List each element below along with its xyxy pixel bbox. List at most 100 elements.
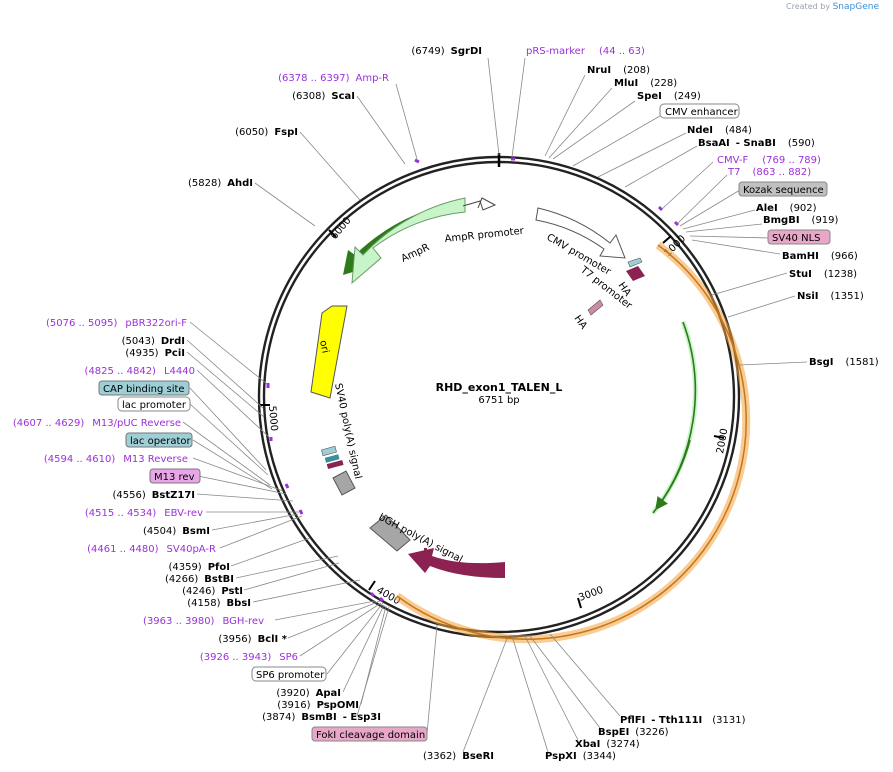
m13-rev-label: M13 rev	[154, 472, 195, 483]
site-psp-omi: (3916)PspOMI	[277, 700, 359, 711]
snapgene-credit: Created by SnapGene	[786, 2, 879, 12]
site-pflfi: PflFI- Tth111I(3131)	[620, 715, 746, 726]
ha-tag-1-shape	[626, 266, 645, 281]
cap-binding-box	[98, 380, 190, 396]
site-bsgi: BsgI(1581)	[809, 357, 879, 368]
primer-marks	[266, 157, 680, 603]
ampr-promoter-label: AmpR promoter	[444, 226, 525, 245]
site-bseri: (3362)BseRI	[423, 751, 494, 762]
kozak-box	[738, 181, 828, 197]
primer-t7: T7(863 .. 882)	[727, 167, 811, 178]
credit-prefix: Created by	[786, 2, 831, 11]
site-bsaai: BsaAI- SnaBI(590)	[698, 138, 815, 149]
t7-promoter-shape	[627, 257, 643, 268]
primer-sp6: (3926 .. 3943)SP6	[200, 652, 298, 663]
site-bsmi: (4504)BsmI	[143, 526, 210, 537]
site-bstbi: (4266)BstBI	[165, 574, 234, 585]
bgh-polya-arrow	[408, 548, 505, 578]
lac-promoter-label: lac promoter	[122, 400, 187, 411]
m13-rev-box	[149, 468, 201, 484]
ori-label: ori	[317, 339, 330, 354]
sp6-promoter-box	[251, 666, 327, 682]
cap-binding-label: CAP binding site	[103, 384, 185, 395]
m13-rev-shape	[326, 459, 344, 469]
cmv-enhancer-box	[659, 103, 740, 119]
ampr-label: AmpR	[400, 242, 432, 265]
site-nsii: NsiI(1351)	[797, 291, 864, 302]
site-bsmbi: (3874)BsmBI- Esp3I	[262, 712, 381, 723]
primer-bgh-rev: (3963 .. 3980)BGH-rev	[143, 616, 264, 627]
fusion-orf-arc	[396, 244, 747, 640]
cmv-promoter-arrow	[535, 207, 626, 259]
sv40-nls-label: SV40 NLS	[772, 233, 821, 244]
tick-5000: 5000	[266, 405, 279, 431]
site-fspi: (6050)FspI	[235, 127, 298, 138]
tick-6000: 6000	[329, 215, 354, 242]
tick-3000: 3000	[577, 585, 605, 604]
primer-pbr322ori-f: (5076 .. 5095)pBR322ori-F	[46, 318, 187, 329]
tick-1000-mark	[662, 235, 672, 244]
cmv-enhancer-label: CMV enhancer	[665, 107, 739, 118]
ha-tag-2-shape	[587, 299, 604, 316]
site-drdi: (5043)DrdI	[122, 336, 185, 347]
lac-operator-box	[125, 432, 193, 448]
ha-tag-2-label: HA	[572, 313, 589, 331]
primer-sv40pa-r: (4461 .. 4480)SV40pA-R	[87, 544, 216, 555]
ori-arrow	[310, 305, 348, 399]
fusion-orf-glow	[394, 241, 751, 644]
site-bbsi: (4158)BbsI	[187, 598, 251, 609]
site-pspxi: PspXI(3344)	[545, 751, 616, 762]
sv40-nls-box	[767, 229, 831, 245]
plasmid-size: 6751 bp	[478, 395, 519, 406]
foki-label: FokI cleavage domain	[316, 730, 425, 741]
primer-m13-puc-reverse: (4607 .. 4629)M13/pUC Reverse	[13, 418, 181, 429]
site-nrui: NruI(208)	[587, 65, 650, 76]
primer-ebv-rev: (4515 .. 4534)EBV-rev	[85, 508, 203, 519]
lac-operator-shape	[324, 454, 340, 463]
lac-operator-label: lac operator	[130, 436, 191, 447]
kozak-label: Kozak sequence	[743, 185, 824, 196]
primer-l4440: (4825 .. 4842)L4440	[85, 366, 195, 377]
tick-2000-mark	[713, 435, 725, 439]
sp6-promoter-label: SP6 promoter	[256, 670, 325, 681]
site-bspei: BspEI(3226)	[598, 727, 669, 738]
site-sgrdi: (6749)SgrDI	[411, 46, 482, 57]
site-ahdi: (5828)AhdI	[188, 178, 253, 189]
primer-cmv-f: CMV-F(769 .. 789)	[717, 155, 821, 166]
primer-amp-r: (6378 .. 6397)Amp-R	[278, 73, 389, 84]
tick-3000-mark	[577, 597, 582, 609]
tick-6000-mark	[328, 229, 337, 238]
cap-binding-shape	[321, 445, 337, 457]
tick-4000-mark	[368, 580, 376, 591]
primer-prs-marker: pRS-marker(44 .. 63)	[526, 46, 645, 57]
site-bamhi: BamHI(966)	[782, 251, 858, 262]
site-spei: SpeI(249)	[637, 91, 701, 102]
talen-repeat-glow	[651, 321, 698, 515]
site-alei: AleI(902)	[756, 203, 817, 214]
site-pfoi: (4359)PfoI	[168, 562, 230, 573]
primer-m13-reverse: (4594 .. 4610)M13 Reverse	[44, 454, 188, 465]
snapgene-logo: SnapGene	[832, 2, 879, 12]
site-bstz17i: (4556)BstZ17I	[112, 490, 195, 501]
ampr-arrow	[351, 197, 466, 285]
ampr-promoter-arrow	[462, 197, 497, 211]
foki-box	[311, 726, 428, 742]
site-apai: (3920)ApaI	[276, 688, 341, 699]
bgh-cap	[424, 548, 427, 558]
plasmid-name: RHD_exon1_TALEN_L	[436, 381, 563, 394]
talen-repeat-arrow	[655, 439, 691, 511]
sv40-polya-shape	[332, 470, 356, 496]
site-pcii: (4935)PciI	[125, 348, 185, 359]
leader-lines	[182, 57, 808, 753]
site-mlui: MluI(228)	[614, 78, 677, 89]
site-scai: (6308)ScaI	[292, 91, 355, 102]
tick-2000: 2000	[715, 428, 730, 455]
site-xbai: XbaI(3274)	[575, 739, 640, 750]
lac-promoter-box	[117, 396, 191, 412]
site-ndei: NdeI(484)	[687, 125, 752, 136]
bgh-box-shape	[369, 514, 411, 552]
site-stui: StuI(1238)	[789, 269, 857, 280]
site-bcli: (3956)BclI *	[218, 634, 287, 645]
site-bmgbi: BmgBI(919)	[763, 215, 839, 226]
